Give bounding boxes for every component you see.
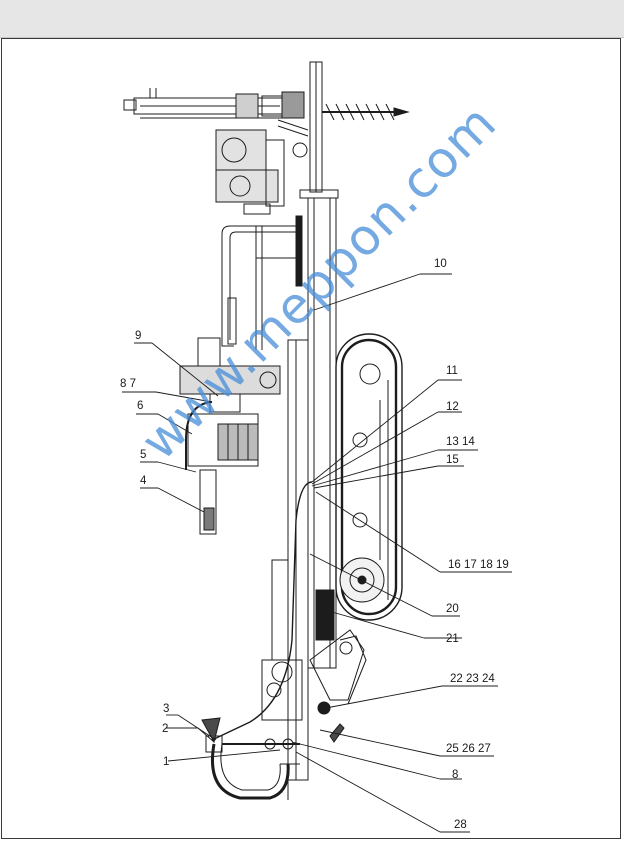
callout-numbers: 1 2 3 4 5 6 8 7 9 10 11 12 13 14 15 16 1… [120, 258, 509, 831]
callout-21: 21 [446, 633, 459, 645]
callout-4: 4 [140, 475, 147, 487]
callout-20: 20 [446, 603, 459, 615]
callout-8: 8 [452, 769, 458, 781]
gearbox [215, 119, 309, 215]
callout-16-17-18-19: 16 17 18 19 [448, 559, 509, 571]
hydraulic-hose [211, 481, 313, 741]
top-bar [0, 0, 624, 38]
callout-2: 2 [162, 723, 168, 735]
leader-lines [122, 273, 512, 833]
crawler-track [335, 333, 403, 621]
callout-9: 9 [135, 330, 141, 342]
callout-1: 1 [163, 756, 169, 768]
callout-10: 10 [434, 258, 447, 270]
motor-winch [179, 337, 281, 535]
callout-25-26-27: 25 26 27 [446, 743, 491, 755]
callout-13-14: 13 14 [446, 436, 475, 448]
callout-12: 12 [446, 401, 459, 413]
callout-6: 6 [137, 400, 143, 412]
callout-22-23-24: 22 23 24 [450, 673, 495, 685]
auger [322, 103, 410, 121]
upper-cylinder-arm [123, 88, 305, 119]
callout-3: 3 [163, 703, 169, 715]
callout-28: 28 [454, 819, 467, 831]
callout-8-7: 8 7 [120, 378, 136, 390]
callout-5: 5 [140, 449, 146, 461]
hose-frame [221, 215, 303, 350]
drawing-frame [1, 38, 621, 839]
lower-assembly [201, 629, 367, 800]
callout-11: 11 [446, 365, 458, 377]
mast [271, 61, 339, 781]
callout-15: 15 [446, 454, 459, 466]
